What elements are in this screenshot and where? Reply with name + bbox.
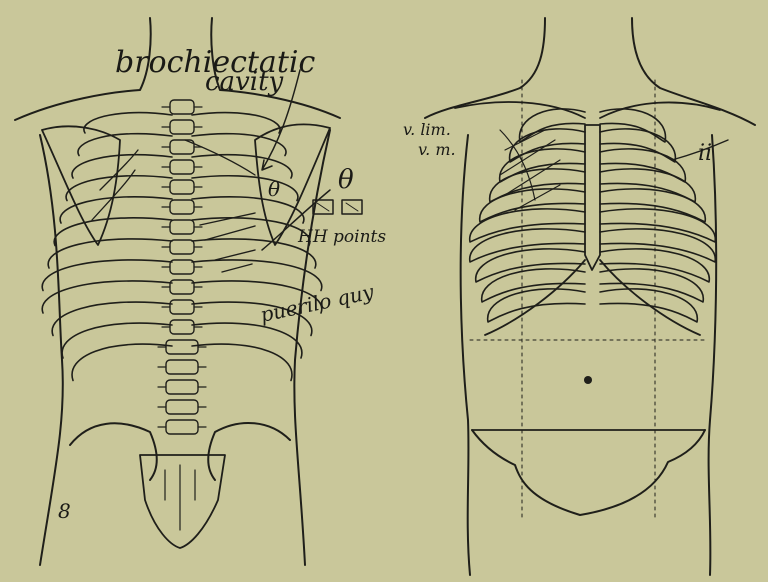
v-lin-label: v. lim.: [403, 120, 451, 139]
back-rib-right: [192, 344, 292, 380]
front-right-neck-shoulder: [632, 18, 755, 125]
front-rib-right: [600, 189, 705, 222]
front-rib-right: [600, 129, 675, 162]
v-m-label: v. m.: [418, 140, 456, 159]
left-iliac-crest: [70, 423, 157, 480]
vertebra: [166, 420, 198, 434]
vertebra: [170, 280, 194, 294]
vertebra: [170, 120, 194, 134]
back-rib-left: [72, 344, 172, 380]
front-rib-right: [600, 169, 695, 202]
vertebra: [166, 400, 198, 414]
front-view-figure: v. lim. v. m. ii: [403, 18, 755, 575]
vertebra: [170, 320, 194, 334]
vertebra: [170, 200, 194, 214]
ii-label: ii: [698, 141, 712, 166]
back-rib-right: [192, 323, 302, 358]
back-rib-left: [42, 281, 172, 313]
vertebra: [170, 100, 194, 114]
figure-number: 8: [58, 499, 71, 523]
front-rib-right: [600, 209, 715, 242]
hh-points-label: HH points: [297, 227, 386, 247]
sacrum: [140, 455, 225, 548]
vertebra: [166, 380, 198, 394]
theta-label-large: θ: [338, 165, 354, 195]
puerilo-label: puerilo quy: [258, 279, 376, 327]
sternum: [585, 125, 600, 270]
back-rib-left: [62, 323, 172, 358]
back-rib-left: [48, 239, 172, 268]
front-rib-right: [600, 229, 715, 262]
vertebra: [170, 180, 194, 194]
back-rib-left: [78, 134, 172, 156]
sacral-lines: [165, 465, 195, 530]
left-clavicle: [455, 102, 585, 118]
vertebra: [170, 300, 194, 314]
cavity-label-line2: cavity: [205, 67, 284, 97]
spine: [158, 100, 206, 434]
front-rib-left: [470, 209, 585, 242]
back-rib-right: [192, 218, 310, 246]
right-iliac-crest: [208, 423, 290, 480]
front-rib-left: [500, 149, 585, 182]
hh-box-hatch: [317, 203, 358, 211]
front-rib-right: [600, 149, 685, 182]
back-rib-left: [42, 260, 172, 291]
front-rib-left: [470, 229, 585, 262]
front-right-side: [709, 135, 717, 575]
pelvic-outline: [472, 430, 705, 515]
back-rib-left: [52, 302, 172, 335]
front-rib-left: [480, 189, 585, 222]
umbilicus: [584, 376, 592, 384]
back-rib-right: [192, 113, 280, 133]
vertebra: [170, 240, 194, 254]
right-clavicle: [600, 102, 720, 118]
vertebra: [166, 360, 198, 374]
back-rib-left: [72, 155, 172, 178]
vertebra: [166, 340, 198, 354]
vertebra: [170, 220, 194, 234]
theta-label-small: θ: [268, 177, 280, 201]
vertebra: [170, 160, 194, 174]
hh-marks: [200, 213, 255, 272]
back-view-figure: brochiectatic cavity θ θ HH points pueri…: [15, 18, 386, 565]
vertebra: [170, 260, 194, 274]
front-rib-cage: [455, 102, 720, 335]
front-left-side: [461, 135, 470, 575]
back-rib-left: [54, 218, 172, 246]
